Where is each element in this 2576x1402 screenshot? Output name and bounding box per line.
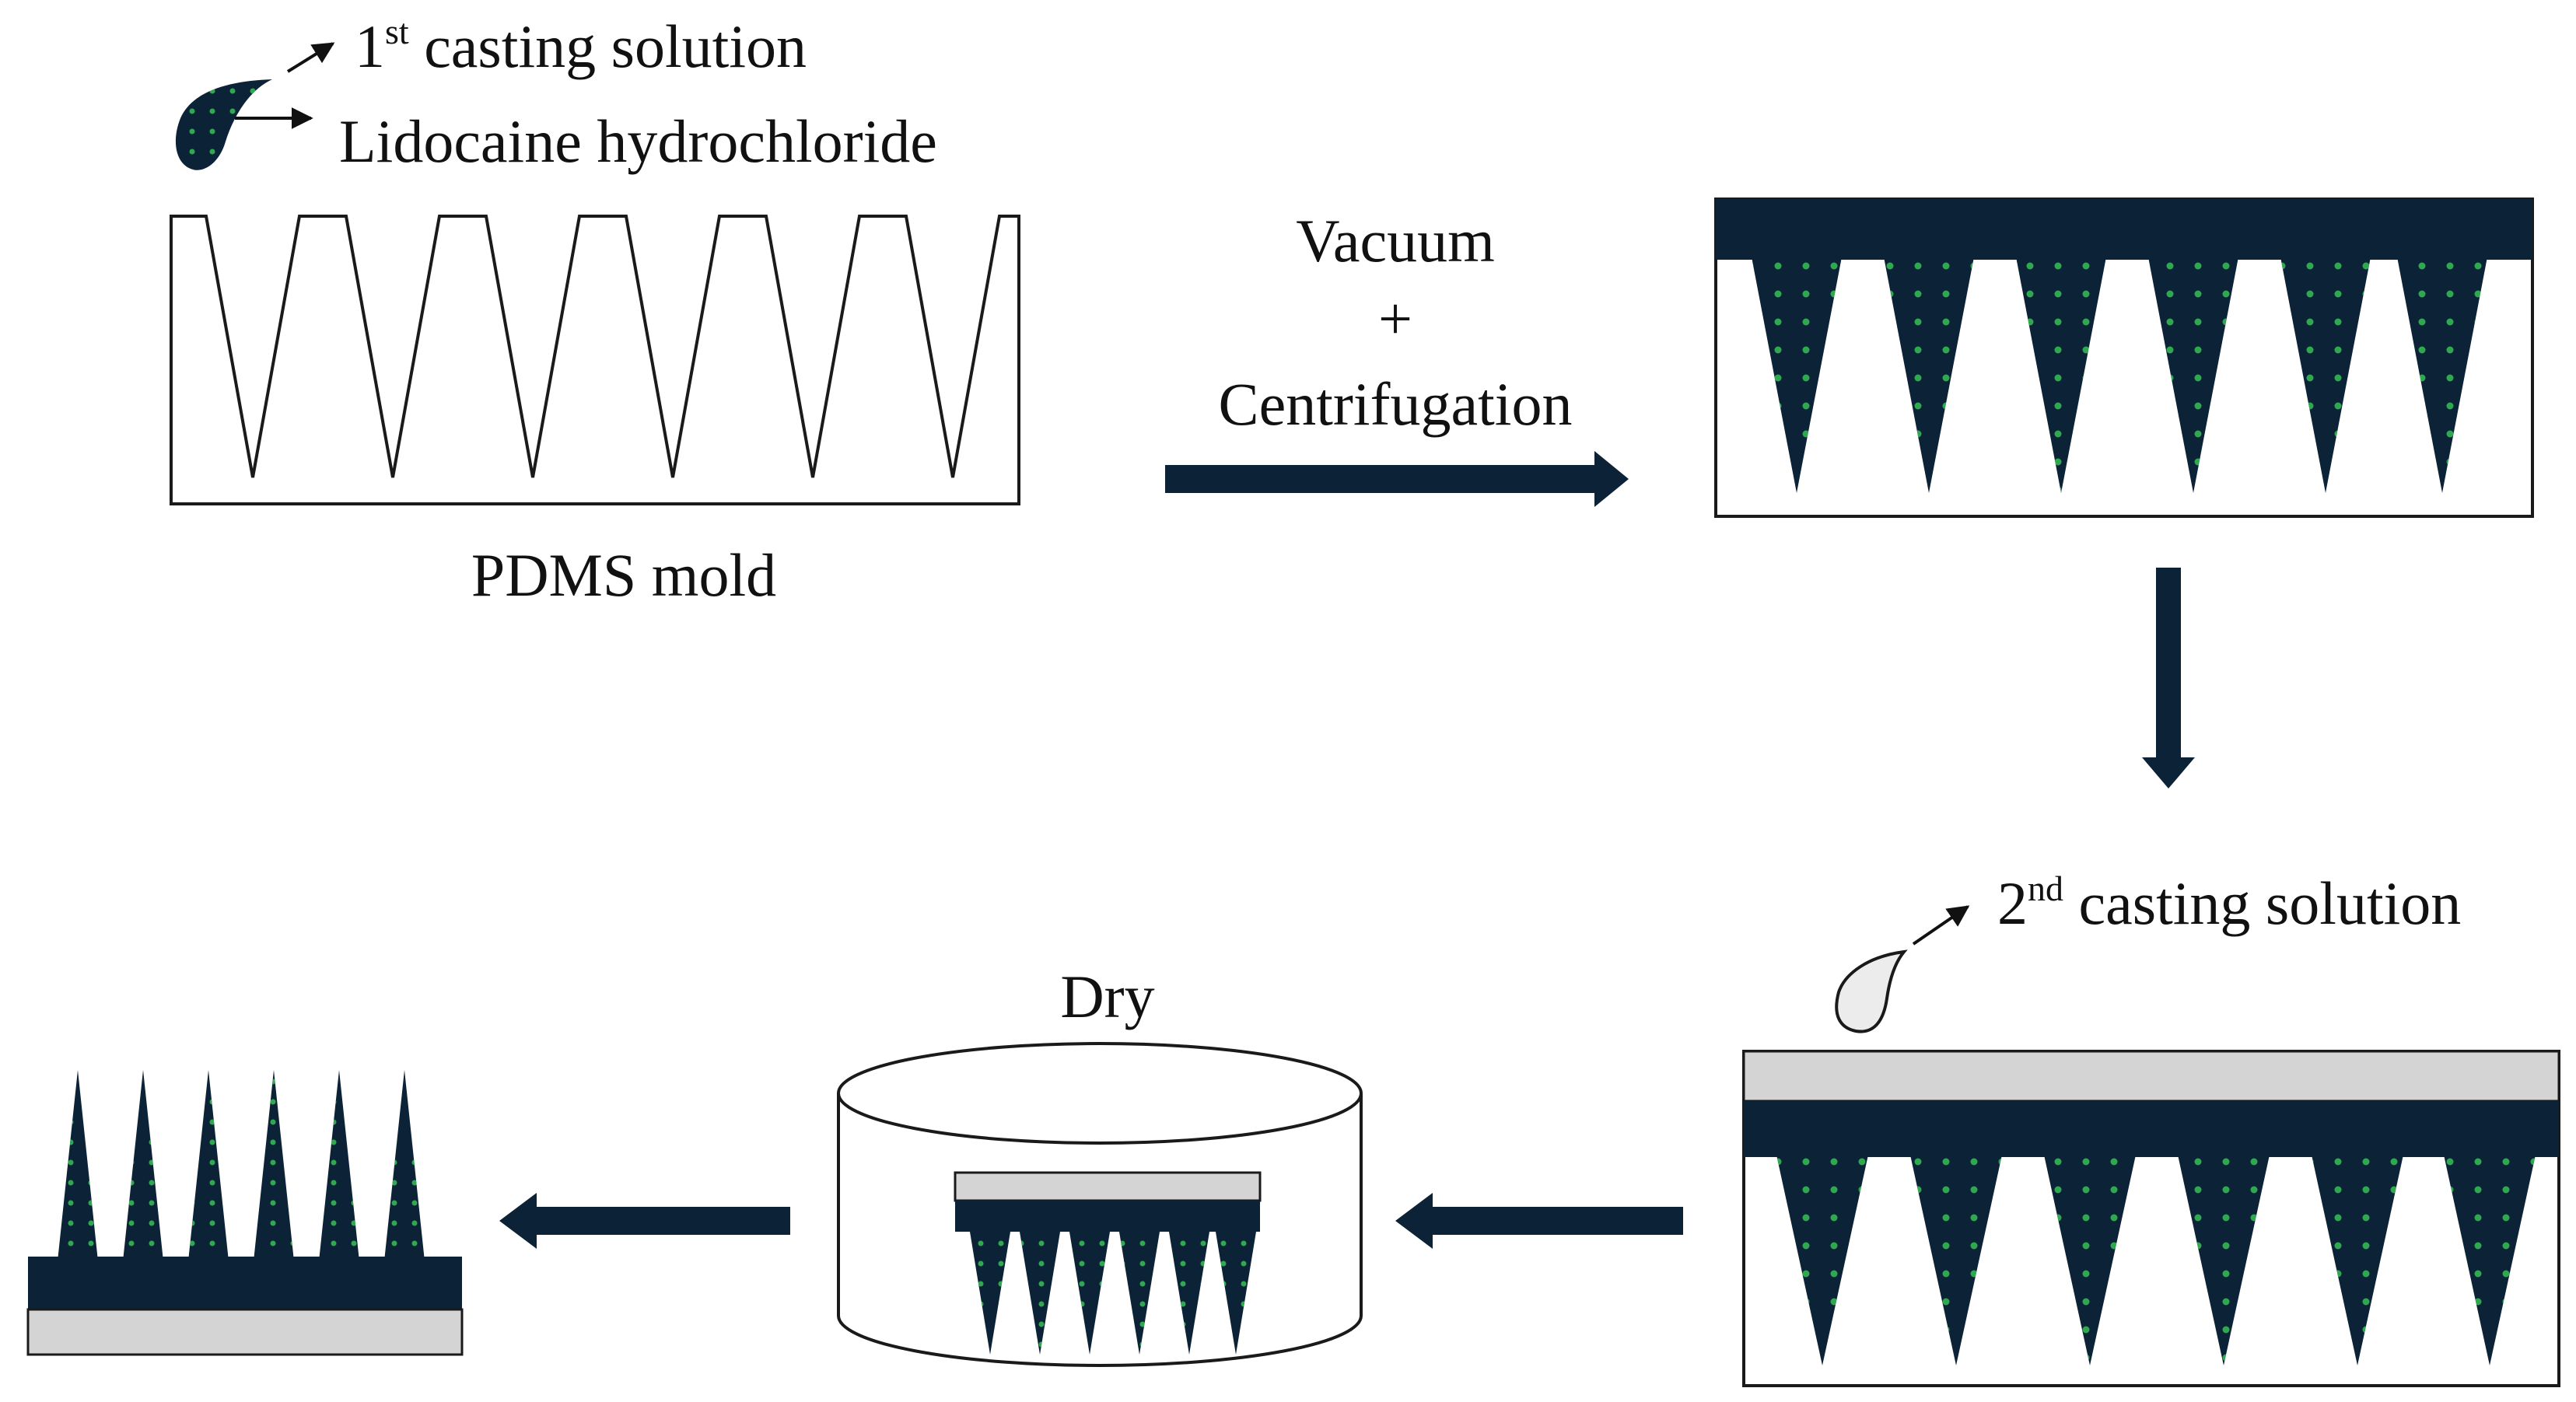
second-casting-drop-group — [1835, 905, 1970, 1033]
second-casting-label: 2nd casting solution — [1997, 869, 2461, 937]
first-casting-drop-group — [175, 42, 335, 170]
arrow-left-1 — [1395, 1193, 1683, 1249]
arrow-right — [1165, 451, 1629, 507]
filled-mold — [1714, 198, 2534, 518]
final-patch-base-layer — [26, 1308, 464, 1356]
process-label-centrifugation: Centrifugation — [1219, 370, 1573, 438]
process-label-vacuum: Vacuum — [1296, 207, 1495, 274]
process-label-plus: + — [1378, 285, 1412, 352]
arrow-down — [2142, 568, 2195, 788]
pdms-mold — [170, 215, 1020, 505]
dry-label: Dry — [1060, 963, 1154, 1030]
arrow-left-2 — [499, 1193, 790, 1249]
final-patch-needles — [58, 1070, 425, 1261]
filled-mold-drug-dots — [1750, 249, 2489, 493]
first-casting-drop-dots — [175, 79, 272, 170]
drug-label: Lidocaine hydrochloride — [339, 107, 937, 175]
drying-container — [837, 1042, 1363, 1367]
second-casting-pointer-arrow — [1912, 905, 1970, 946]
final-patch-backing — [28, 1257, 462, 1309]
pdms-mold-label: PDMS mold — [471, 541, 776, 609]
drying-patch-drug-dots — [969, 1227, 1257, 1355]
first-casting-label: 1st casting solution — [355, 12, 807, 80]
drying-container-rim — [837, 1042, 1363, 1145]
final-microneedle-patch — [26, 1070, 464, 1356]
drying-patch-backing — [955, 1201, 1260, 1232]
double-layer-mold-backing-layer — [1744, 1101, 2559, 1157]
double-layer-mold-top-layer — [1742, 1050, 2560, 1103]
double-layer-mold — [1742, 1050, 2560, 1387]
double-layer-mold-drug-dots — [1775, 1148, 2537, 1365]
second-casting-drop-icon — [1835, 949, 1908, 1033]
final-patch-drug-dots — [58, 1070, 425, 1261]
first-casting-pointer-arrow — [286, 42, 335, 73]
drying-patch-top-layer — [954, 1171, 1262, 1202]
